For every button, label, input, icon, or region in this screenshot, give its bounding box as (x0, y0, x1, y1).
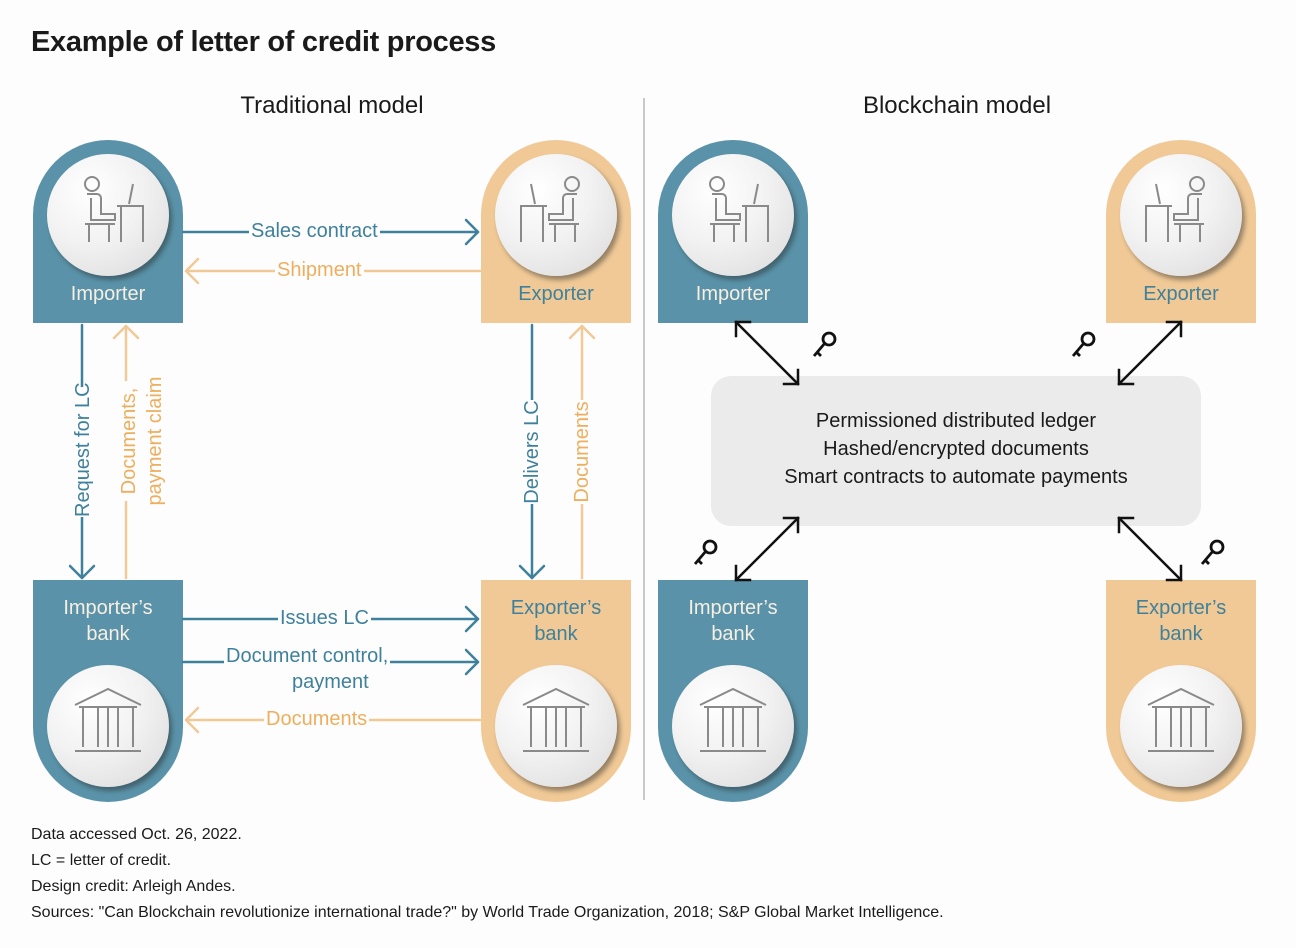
bc-exporters-bank-node: Exporter’s bank (1106, 580, 1256, 802)
traditional-model-heading: Traditional model (240, 92, 424, 119)
double-arrow-exporter-ledger (1117, 320, 1183, 386)
section-divider (643, 98, 645, 800)
blockchain-model-heading: Blockchain model (862, 92, 1052, 119)
flow-label-sales-contract: Sales contract (249, 219, 380, 244)
footnote-sources: Sources: "Can Blockchain revolutionize i… (31, 904, 944, 921)
bc-exporter-node: Exporter (1106, 140, 1256, 323)
key-icon (693, 539, 718, 565)
node-label-line2: bank (534, 623, 578, 645)
bc-importers-bank-node: Importer’s bank (658, 580, 808, 802)
ledger-line: Smart contracts to automate payments (784, 466, 1128, 488)
key-icon (1071, 331, 1096, 357)
node-label-line2: bank (711, 623, 755, 645)
bank-building-icon (672, 665, 794, 787)
bank-building-icon (1120, 665, 1242, 787)
node-label: Exporter (1143, 283, 1219, 305)
node-label-line1: Importer’s (688, 597, 778, 619)
ledger-line: Hashed/encrypted documents (823, 438, 1089, 460)
footnote-design-credit: Design credit: Arleigh Andes. (31, 878, 236, 895)
bank-building-icon (47, 665, 169, 787)
flow-label-shipment: Shipment (275, 258, 364, 283)
double-arrow-importer-ledger (734, 320, 800, 386)
flow-label-document-control-line1: Document control, (224, 644, 391, 669)
trad-exporter-node: Exporter (481, 140, 631, 323)
node-label: Importer (695, 283, 771, 305)
node-label-line1: Importer’s (63, 597, 153, 619)
key-icon (1200, 539, 1225, 565)
diagram-title: Example of letter of credit process (31, 26, 496, 58)
node-label: Importer (70, 283, 146, 305)
node-label-line1: Exporter’s (510, 597, 602, 619)
person-at-desk-icon (495, 154, 617, 276)
footnote-lc-definition: LC = letter of credit. (31, 852, 172, 869)
bank-building-icon (495, 665, 617, 787)
node-label-line2: bank (1159, 623, 1203, 645)
bc-importer-node: Importer (658, 140, 808, 323)
trad-exporters-bank-node: Exporter’s bank (481, 580, 631, 802)
node-label: Exporter (518, 283, 594, 305)
double-arrow-importers-bank-ledger (734, 516, 800, 582)
trad-importers-bank-node: Importer’s bank (33, 580, 183, 802)
double-arrow-exporters-bank-ledger (1117, 516, 1183, 582)
flow-label-issues-lc: Issues LC (278, 606, 371, 631)
flow-label-document-control-line2: payment (292, 671, 369, 693)
person-at-desk-icon (47, 154, 169, 276)
trad-importer-node: Importer (33, 140, 183, 323)
ledger-line: Permissioned distributed ledger (815, 410, 1097, 432)
person-at-desk-icon (672, 154, 794, 276)
distributed-ledger-box: Permissioned distributed ledger Hashed/e… (711, 376, 1201, 526)
node-label-line2: bank (86, 623, 130, 645)
key-icon (812, 331, 837, 357)
person-at-desk-icon (1120, 154, 1242, 276)
footnote-data-accessed: Data accessed Oct. 26, 2022. (31, 826, 242, 843)
node-label-line1: Exporter’s (1135, 597, 1227, 619)
flow-label-documents-bank: Documents (264, 707, 370, 732)
